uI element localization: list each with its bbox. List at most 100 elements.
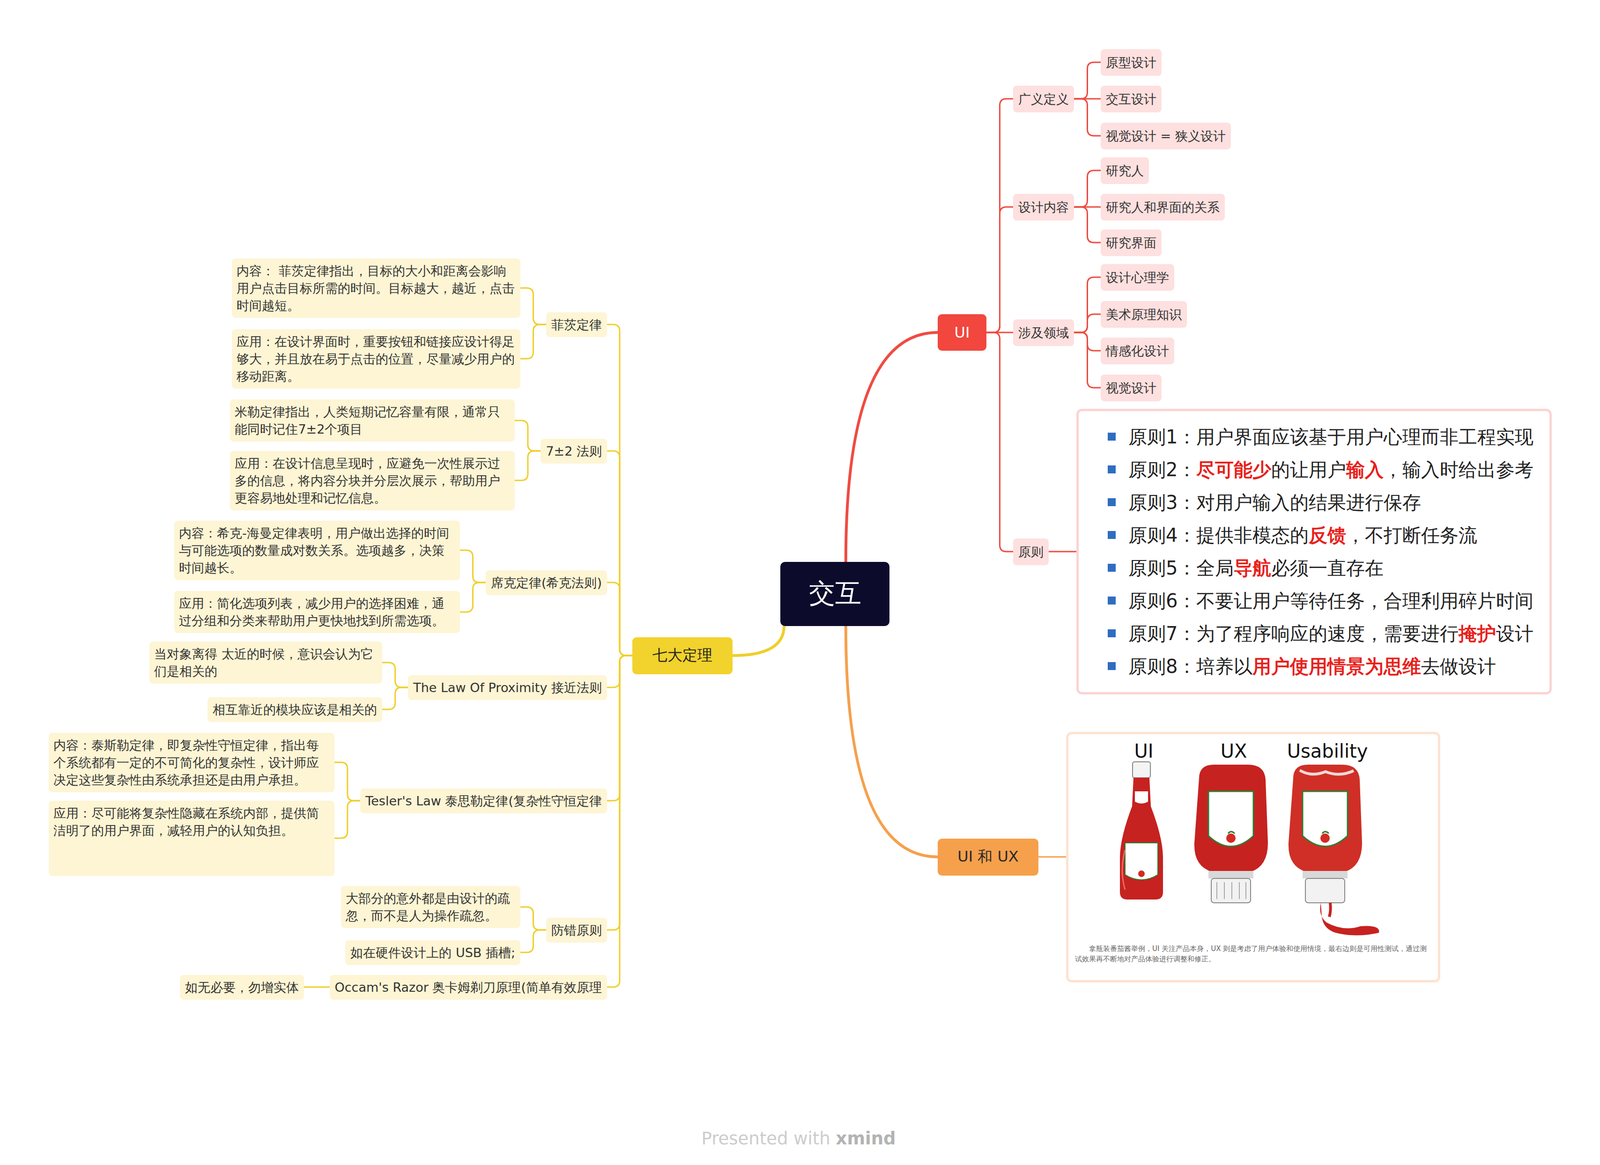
topic-box: 情感化设计 [1100, 337, 1175, 365]
squeeze-bottle-spill [1288, 764, 1379, 936]
connector-line [986, 98, 1014, 333]
principle-line: 原则8：培养以用户使用情景为思维去做设计 [1128, 650, 1534, 683]
node-label: 内容：希克-海曼定律表明，用户做出选择的时间与可能选项的数量成对数关系。选项越多… [178, 524, 456, 577]
principle-line: 原则6：不要让用户等待任务，合理利用碎片时间 [1128, 584, 1534, 618]
note-box: 当对象离得 太近的时候，意识会认为它们是相关的 [149, 641, 383, 684]
note-box: 应用：在设计信息呈现时，应避免一次性展示过多的信息，将内容分块并分层次展示，帮助… [229, 451, 515, 511]
note-box: 内容：泰斯勒定律，即复杂性守恒定律，指出每个系统都有一定的不可简化的复杂性，设计… [48, 733, 335, 793]
highlight-text: 用户使用情景为思维 [1252, 655, 1422, 678]
caption-text: 拿瓶装番茄酱举例，UI 关注产品本身，UX 则是考虑了用户体验和使用情境，最右边… [1068, 943, 1438, 965]
law-box: Occam's Razor 奥卡姆剃刀原理(简单有效原理 [329, 975, 608, 1000]
node-label: 视觉设计 = 狭义设计 [1105, 127, 1226, 145]
node-label: 交互设计 [1105, 90, 1157, 108]
label-row: UI UX Usability [1068, 740, 1438, 764]
node-label: 菲茨定律 [551, 316, 602, 334]
node-label: 研究人和界面的关系 [1105, 199, 1220, 216]
connector-line [334, 800, 361, 839]
note-box: 米勒定律指出，人类短期记忆容量有限，通常只能同时记住7±2个项目 [229, 399, 515, 442]
principle-line: 原则3：对用户输入的结果进行保存 [1128, 486, 1534, 519]
node-label: 广义定义 [1018, 90, 1069, 108]
law-box: 防错原则 [546, 918, 608, 943]
topic-box: 原型设计 [1100, 49, 1162, 76]
highlight-text: 导航 [1233, 557, 1272, 579]
topic-box: 原则 [1013, 538, 1049, 566]
image-box: UI UX Usability 拿瓶装番茄酱举例，UI 关注产品本身，UX 则是考虑了… [1066, 732, 1441, 983]
connector-line [520, 907, 547, 931]
node-label: 应用：简化选项列表，减少用户的选择困难，通过分组和分类来帮助用户更快地找到所需选… [178, 594, 456, 630]
main-topic: UI 和 UX [937, 838, 1039, 876]
connector-line [514, 420, 541, 452]
connector-line [1074, 207, 1101, 243]
node-label: 原则 [1018, 543, 1044, 561]
note-box: 应用：尽可能将复杂性隐藏在系统内部，提供简洁明了的用户界面，减轻用户的认知负担。 [48, 800, 335, 877]
connector-line [303, 986, 330, 989]
column-label: UX [1205, 740, 1262, 764]
main-topic: UI [937, 314, 987, 351]
law-box: The Law Of Proximity 接近法则 [407, 675, 608, 701]
central-topic: 交互 [780, 562, 890, 627]
connector-line [845, 332, 938, 563]
node-label: 情感化设计 [1105, 342, 1170, 360]
node-label: 研究界面 [1105, 234, 1157, 252]
node-label: 原型设计 [1105, 54, 1157, 71]
connector-line [1074, 62, 1101, 99]
connector-line [1074, 332, 1101, 388]
node-label: 米勒定律指出，人类短期记忆容量有限，通常只能同时记住7±2个项目 [234, 403, 511, 438]
node-label: 7±2 法则 [545, 443, 602, 460]
squeeze-bottle [1194, 764, 1268, 904]
note-box: 应用：简化选项列表，减少用户的选择困难，通过分组和分类来帮助用户更快地找到所需选… [174, 591, 460, 634]
node-label: 大部分的意外都是由设计的疏忽，而不是人为操作疏忽。 [345, 889, 516, 925]
column-label: UI [1115, 740, 1172, 764]
principle-line: 原则4：提供非模态的反馈，不打断任务流 [1128, 518, 1534, 552]
connector-line [382, 687, 408, 710]
connector-line [334, 762, 361, 801]
highlight-text: 输入 [1346, 459, 1384, 481]
connector-line [607, 451, 633, 656]
note-box: 相互靠近的模块应该是相关的 [207, 697, 383, 723]
node-label: 涉及领域 [1018, 324, 1069, 341]
connector-line [732, 626, 785, 657]
topic-box: 研究人和界面的关系 [1100, 193, 1225, 221]
principle-line: 原则1：用户界面应该基于用户心理而非工程实现 [1128, 420, 1534, 454]
connector-line [459, 582, 486, 613]
node-label: 如无必要，勿增实体 [185, 979, 299, 996]
watermark: Presented with xmind [701, 1128, 896, 1149]
connector-line [520, 288, 547, 325]
node-label: 交互 [808, 576, 862, 612]
connector-line [1038, 856, 1067, 859]
node-label: 应用：尽可能将复杂性隐藏在系统内部，提供简洁明了的用户界面，减轻用户的认知负担。 [53, 804, 330, 840]
glass-bottle [1119, 762, 1163, 900]
connector-line [520, 324, 547, 359]
law-box: Tesler's Law 泰思勒定律(复杂性守恒定律 [360, 788, 608, 814]
law-box: 席克定律(希克法则) [485, 570, 608, 596]
connector-line [1048, 551, 1077, 553]
node-label: 防错原则 [551, 922, 602, 939]
connector-line [986, 207, 1014, 333]
highlight-text: xmind [836, 1128, 897, 1149]
highlight-text: 反馈 [1308, 524, 1347, 547]
topic-box: 视觉设计 [1100, 374, 1162, 402]
node-label: 如在硬件设计上的 USB 插槽; [350, 944, 516, 962]
node-label: 美术原理知识 [1105, 306, 1182, 323]
node-label: Occam's Razor 奥卡姆剃刀原理(简单有效原理 [334, 979, 602, 996]
connector-line [607, 324, 633, 656]
topic-box: 广义定义 [1013, 85, 1075, 113]
connector-line [514, 451, 541, 481]
topic-box: 设计心理学 [1100, 264, 1175, 291]
connector-line [607, 582, 633, 656]
node-label: 内容： 菲茨定律指出，目标的大小和距离会影响用户点击目标所需的时间。目标越大，越… [236, 262, 516, 315]
topic-box: 研究人 [1100, 157, 1149, 185]
main-topic: 七大定理 [632, 637, 733, 675]
topic-box: 设计内容 [1013, 193, 1075, 221]
connector-line [607, 655, 633, 988]
topic-box: 美术原理知识 [1100, 301, 1187, 328]
node-label: 应用：在设计信息呈现时，应避免一次性展示过多的信息，将内容分块并分层次展示，帮助… [234, 454, 511, 507]
column-label: Usability [1280, 740, 1375, 764]
node-label: UI [954, 323, 971, 342]
note-box: 大部分的意外都是由设计的疏忽，而不是人为操作疏忽。 [340, 886, 521, 929]
node-label: 相互靠近的模块应该是相关的 [212, 701, 378, 719]
topic-box: 研究界面 [1100, 229, 1162, 257]
principles-box: 原则1：用户界面应该基于用户心理而非工程实现原则2：尽可能少的让用户输入，输入时… [1076, 408, 1552, 695]
node-label: 内容：泰斯勒定律，即复杂性守恒定律，指出每个系统都有一定的不可简化的复杂性，设计… [53, 736, 330, 789]
